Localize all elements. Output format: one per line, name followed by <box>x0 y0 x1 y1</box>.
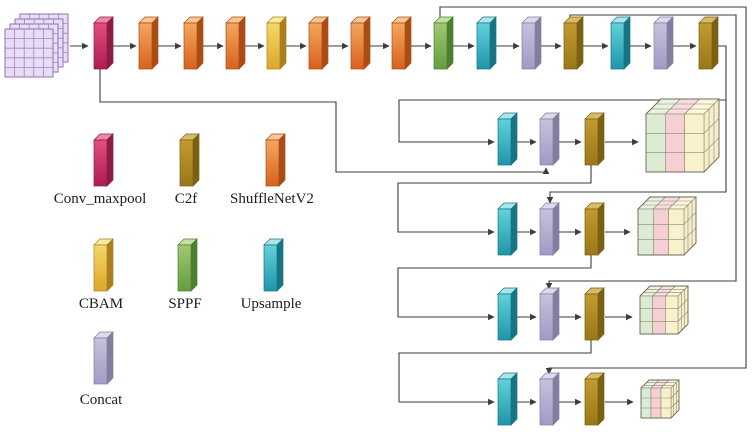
head-4-block-c2f <box>584 372 605 426</box>
connection-line <box>545 14 737 290</box>
legend-item-c2f: C2f <box>175 133 200 207</box>
head-4-block-upsample <box>497 372 518 426</box>
backbone-block-cbam <box>266 16 287 70</box>
legend-item-upsample: Upsample <box>241 238 302 312</box>
legend-item-cbam: CBAM <box>79 238 123 312</box>
backbone-block-shufflenetv2 <box>225 16 246 70</box>
legend-label-concat: Concat <box>80 392 123 408</box>
head-row-3 <box>497 287 605 341</box>
connection-line <box>397 165 592 236</box>
legend-bar-conv_maxpool <box>93 133 114 187</box>
legend-bar-cbam <box>93 238 114 292</box>
legend-label-sppf: SPPF <box>168 296 201 312</box>
legend-item-sppf: SPPF <box>168 238 202 312</box>
legend-label-upsample: Upsample <box>241 296 302 312</box>
head-3-block-c2f <box>584 287 605 341</box>
backbone-block-shufflenetv2 <box>391 16 412 70</box>
backbone-row <box>93 16 719 70</box>
connection-line <box>397 255 592 321</box>
head-1-block-concat <box>539 112 560 166</box>
backbone-block-shufflenetv2 <box>183 16 204 70</box>
feature-cube-small <box>640 379 680 419</box>
connection-line <box>398 99 726 146</box>
head-3-block-upsample <box>497 287 518 341</box>
input-image-tensor <box>4 13 69 78</box>
head-1-block-c2f <box>584 112 605 166</box>
backbone-block-concat <box>653 16 674 70</box>
legend-label-shufflenetv2: ShuffleNetV2 <box>230 191 314 207</box>
feature-cube-medium <box>639 285 689 335</box>
legend-item-shufflenetv2: ShuffleNetV2 <box>230 133 314 207</box>
legend-label-c2f: C2f <box>175 191 198 207</box>
head-row-2 <box>497 202 605 256</box>
backbone-block-upsample <box>476 16 497 70</box>
head-2-block-c2f <box>584 202 605 256</box>
head-1-block-upsample <box>497 112 518 166</box>
backbone-block-sppf <box>433 16 454 70</box>
legend-item-concat: Concat <box>80 331 123 408</box>
legend-bar-sppf <box>177 238 198 292</box>
head-row-4 <box>497 372 605 426</box>
legend-bar-concat <box>93 331 114 385</box>
connection-line <box>439 6 747 375</box>
backbone-block-concat <box>521 16 542 70</box>
legend-bar-upsample <box>263 238 284 292</box>
legend-item-conv_maxpool: Conv_maxpool <box>54 133 147 207</box>
connection-line <box>99 69 550 174</box>
head-2-block-upsample <box>497 202 518 256</box>
head-3-block-concat <box>539 287 560 341</box>
head-4-block-concat <box>539 372 560 426</box>
connection-lines <box>70 6 747 406</box>
backbone-block-shufflenetv2 <box>138 16 159 70</box>
head-2-block-concat <box>539 202 560 256</box>
connection-line <box>398 340 592 406</box>
head-row-1 <box>497 112 605 166</box>
detection-heads <box>497 112 605 426</box>
legend-label-cbam: CBAM <box>79 296 123 312</box>
backbone-block-upsample <box>610 16 631 70</box>
backbone-block-shufflenetv2 <box>350 16 371 70</box>
legend-label-conv_maxpool: Conv_maxpool <box>54 191 147 207</box>
connection-line <box>546 45 727 204</box>
backbone-block-conv_maxpool <box>93 16 114 70</box>
legend-bar-shufflenetv2 <box>265 133 286 187</box>
feature-cube-xlarge <box>645 98 720 173</box>
backbone-block-shufflenetv2 <box>308 16 329 70</box>
backbone-block-c2f <box>563 16 584 70</box>
backbone-block-c2f <box>698 16 719 70</box>
legend-bar-c2f <box>179 133 200 187</box>
feature-cube-large <box>637 196 697 256</box>
